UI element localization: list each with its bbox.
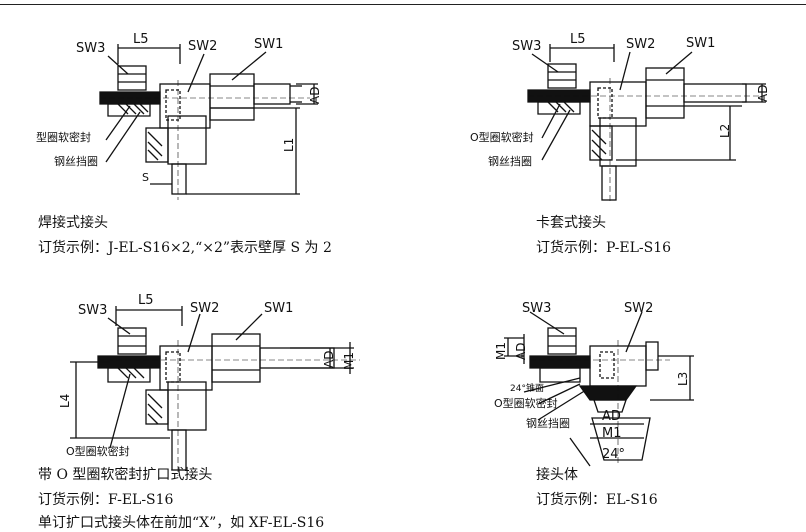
order-example-welded: 订货示例：J-EL-S16×2,“×2”表示壁厚 S 为 2 — [38, 240, 332, 256]
caption-ferrule: 卡套式接头 — [536, 215, 606, 231]
order-example-ferrule: 订货示例：P-EL-S16 — [536, 240, 672, 256]
label-angle-24: 24° — [602, 447, 626, 462]
label-oring: O型圈软密封 — [494, 397, 558, 410]
label-m1: M1 — [494, 342, 508, 360]
diagram-fitting-body: SW3 SW2 M1 AD L3 24°锥面 O型圈软密封 钢丝挡圈 AD M1… — [430, 290, 806, 532]
label-sw1: SW1 — [686, 36, 716, 51]
label-m1-bottom: M1 — [602, 426, 622, 441]
label-l5: L5 — [570, 32, 586, 47]
note-flared-body: 单订扩口式接头体在前加“X”，如 XF-EL-S16 — [38, 515, 325, 531]
label-l2: L2 — [718, 123, 732, 138]
label-oring: O型圈软密封 — [66, 445, 130, 458]
diagram-ferrule-fitting: SW3 L5 SW2 SW1 AD L2 O型圈软密封 钢丝挡圈 卡套式接头 订… — [430, 0, 806, 260]
label-ad: AD — [756, 84, 770, 102]
order-example-body: 订货示例：EL-S16 — [536, 492, 658, 508]
label-ad: AD — [308, 86, 322, 104]
caption-welded: 焊接式接头 — [38, 215, 108, 231]
label-wire-ring: 钢丝挡圈 — [488, 155, 532, 168]
label-l1: L1 — [282, 137, 296, 152]
label-l5: L5 — [138, 293, 154, 308]
caption-flared: 带 O 型圈软密封扩口式接头 — [38, 467, 213, 483]
label-wire-ring: 钢丝挡圈 — [526, 417, 570, 430]
label-sw3: SW3 — [76, 41, 106, 56]
diagram-flared-fitting: SW3 L5 SW2 SW1 AD M1 L4 O型圈软密封 带 O 型圈软密封… — [0, 290, 420, 532]
label-ad: AD — [322, 350, 336, 368]
label-sw2: SW2 — [626, 37, 656, 52]
label-s: S — [142, 171, 149, 184]
label-oring: O型圈软密封 — [470, 131, 534, 144]
label-sw2: SW2 — [624, 301, 654, 316]
label-sw3: SW3 — [78, 303, 108, 318]
label-ad: AD — [514, 342, 528, 360]
label-sw2: SW2 — [190, 301, 220, 316]
label-m1: M1 — [342, 352, 356, 370]
label-l4: L4 — [58, 393, 72, 408]
label-sw3: SW3 — [522, 301, 552, 316]
label-l5: L5 — [133, 32, 149, 47]
label-oring: 型圈软密封 — [36, 131, 91, 144]
top-border-line — [0, 4, 806, 5]
order-example-flared: 订货示例：F-EL-S16 — [38, 492, 174, 508]
label-wire-ring: 钢丝挡圈 — [54, 155, 98, 168]
label-sw2: SW2 — [188, 39, 218, 54]
label-sw1: SW1 — [264, 301, 294, 316]
fitting-body-drawing — [504, 311, 694, 467]
flared-fitting-drawing — [70, 306, 360, 476]
caption-fitting-body: 接头体 — [536, 467, 578, 483]
diagram-welded-fitting: SW3 L5 SW2 SW1 AD L1 S 型圈软密封 钢丝挡圈 焊接式接头 … — [0, 0, 400, 260]
label-l3: L3 — [676, 371, 690, 386]
ferrule-fitting-drawing — [527, 44, 766, 204]
label-cone-24: 24°锥面 — [510, 384, 544, 394]
label-sw3: SW3 — [512, 39, 542, 54]
welded-fitting-drawing — [99, 44, 318, 200]
label-sw1: SW1 — [254, 37, 284, 52]
label-ad-bottom: AD — [602, 409, 621, 424]
